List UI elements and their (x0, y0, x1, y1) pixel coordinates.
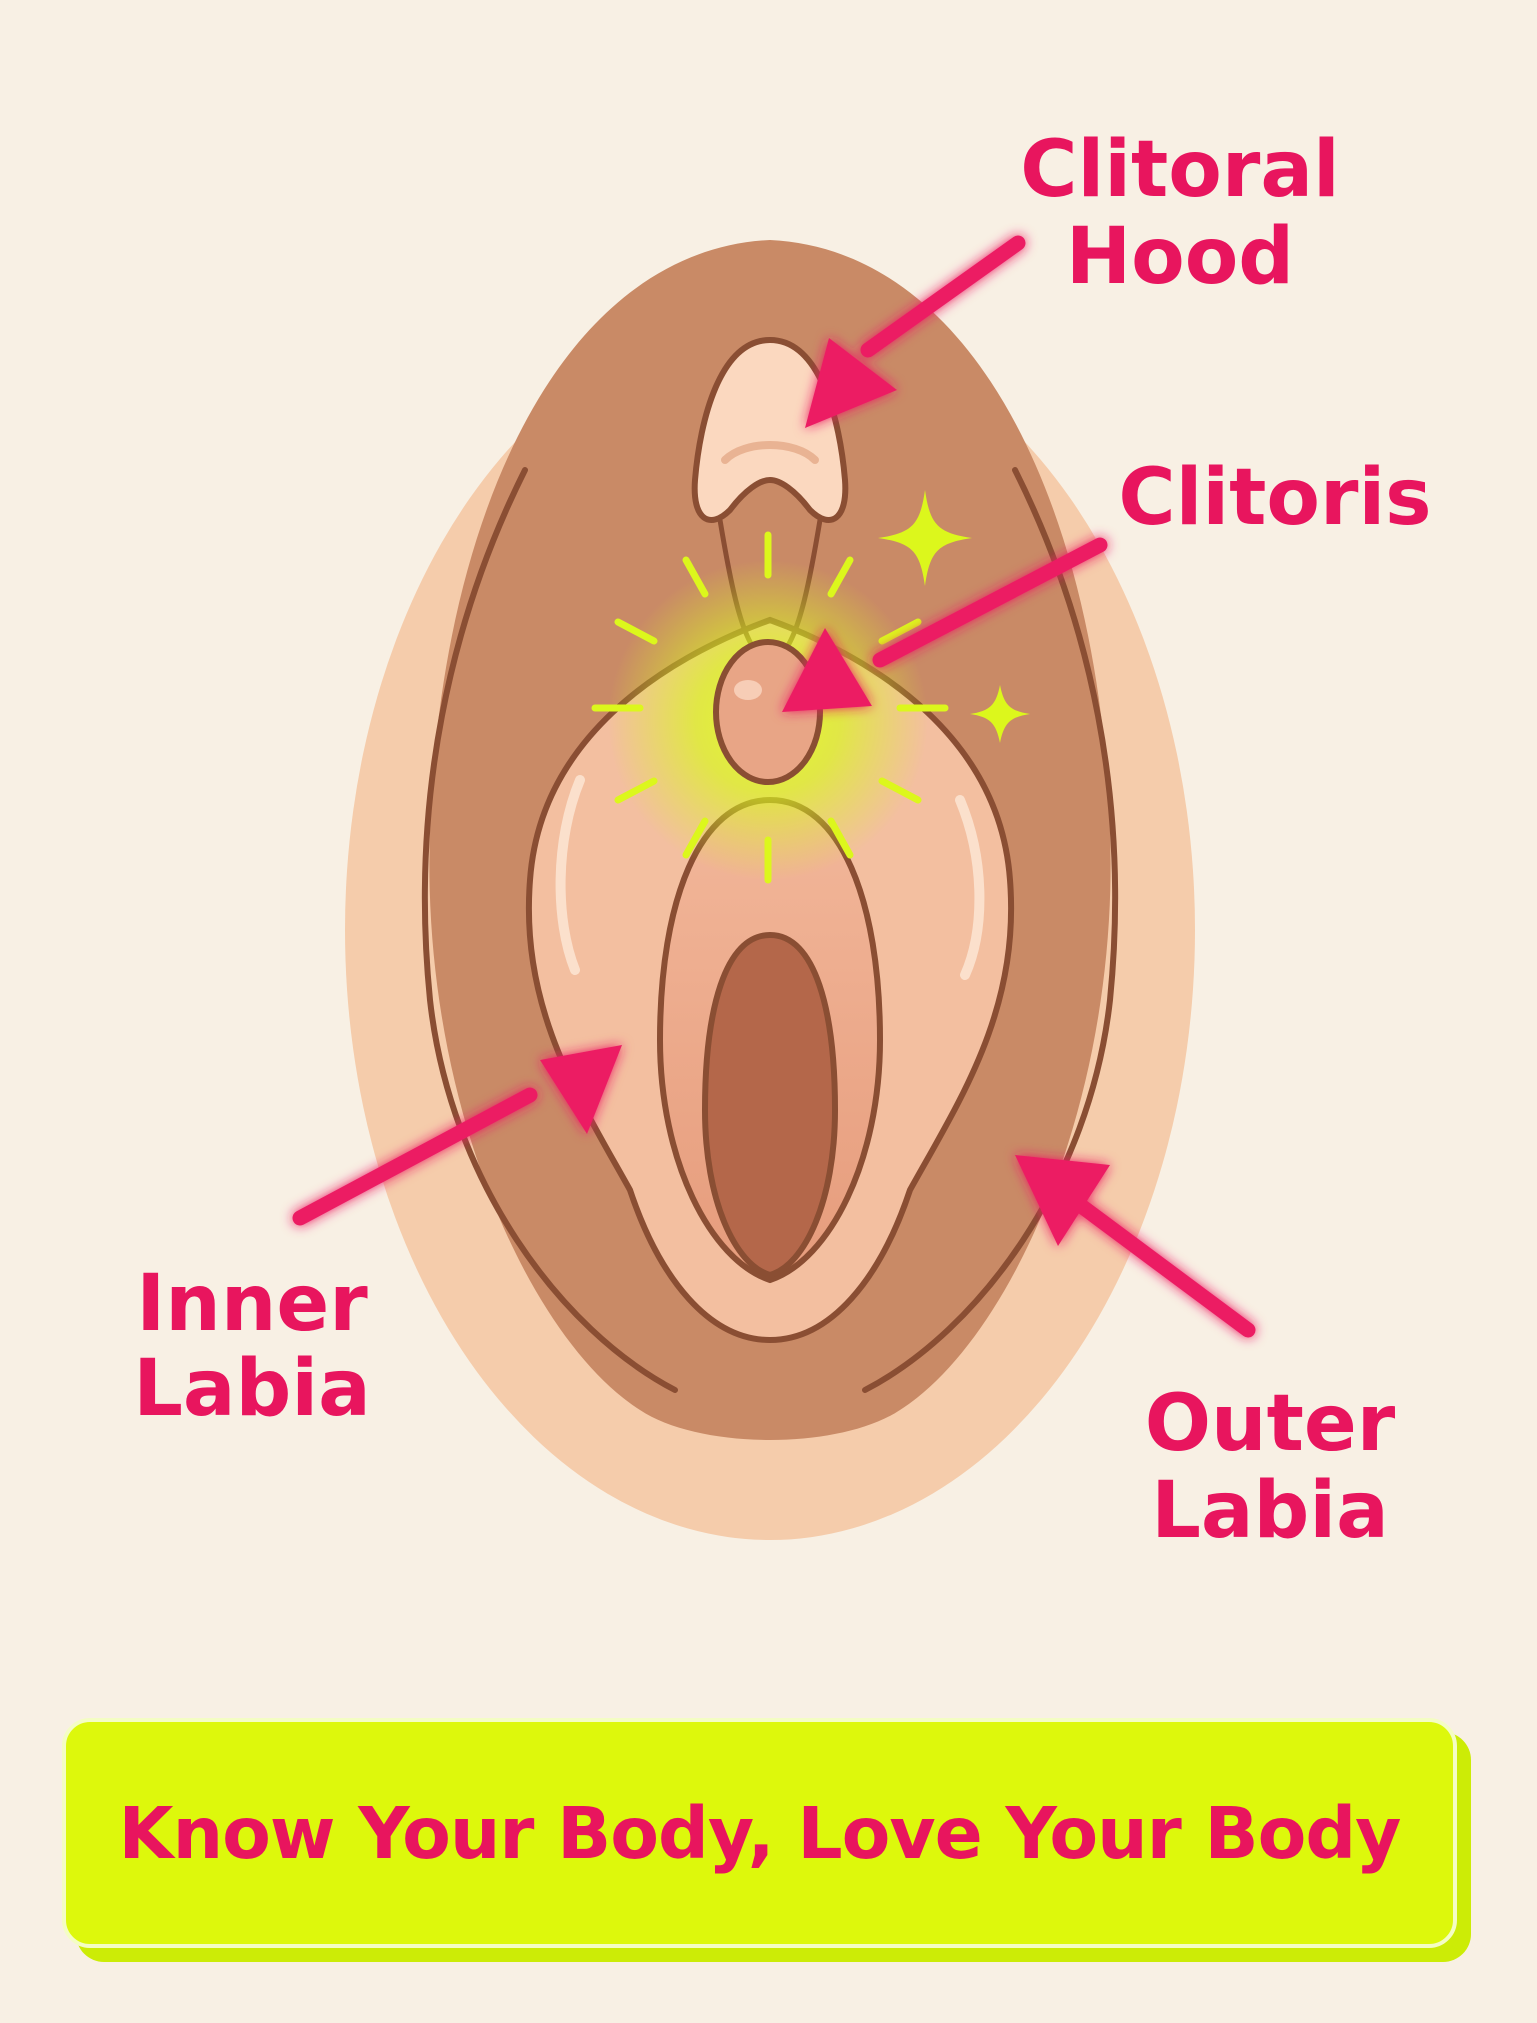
inner-labia-highlight-right (955, 795, 985, 980)
glow-rays (591, 531, 949, 884)
arrow-icon (805, 235, 1026, 428)
clitoris-highlight (734, 680, 762, 700)
outer-labia-outline-right (862, 467, 1119, 1393)
label-inner-labia-line2: Labia (133, 1344, 371, 1434)
label-clitoral-hood-line1: Clitoral (1020, 125, 1339, 215)
clitoral-hood-fold (721, 441, 819, 464)
inner-labia-highlight-left (555, 775, 585, 975)
label-clitoris: Clitoris (1118, 453, 1431, 543)
vaginal-opening-shape (701, 931, 839, 1279)
arrow-icon (1015, 1155, 1256, 1338)
label-clitoral-hood-line2: Hood (1066, 212, 1294, 302)
clitoris-shape (713, 639, 823, 785)
arrow-icon (292, 1045, 622, 1226)
sparkle-icon (878, 490, 972, 586)
sparkle-icon (970, 685, 1030, 743)
arrow-icon (782, 537, 1108, 712)
clitoral-hood-shape (691, 336, 849, 523)
tagline-banner: Know Your Body, Love Your Body (62, 1718, 1457, 1948)
label-outer-labia-line1: Outer (1145, 1379, 1396, 1469)
label-outer-labia-line2: Labia (1151, 1466, 1389, 1556)
tagline-text: Know Your Body, Love Your Body (118, 1791, 1402, 1875)
outer-labia-outline-left (421, 467, 678, 1393)
label-inner-labia-line1: Inner (136, 1259, 368, 1349)
